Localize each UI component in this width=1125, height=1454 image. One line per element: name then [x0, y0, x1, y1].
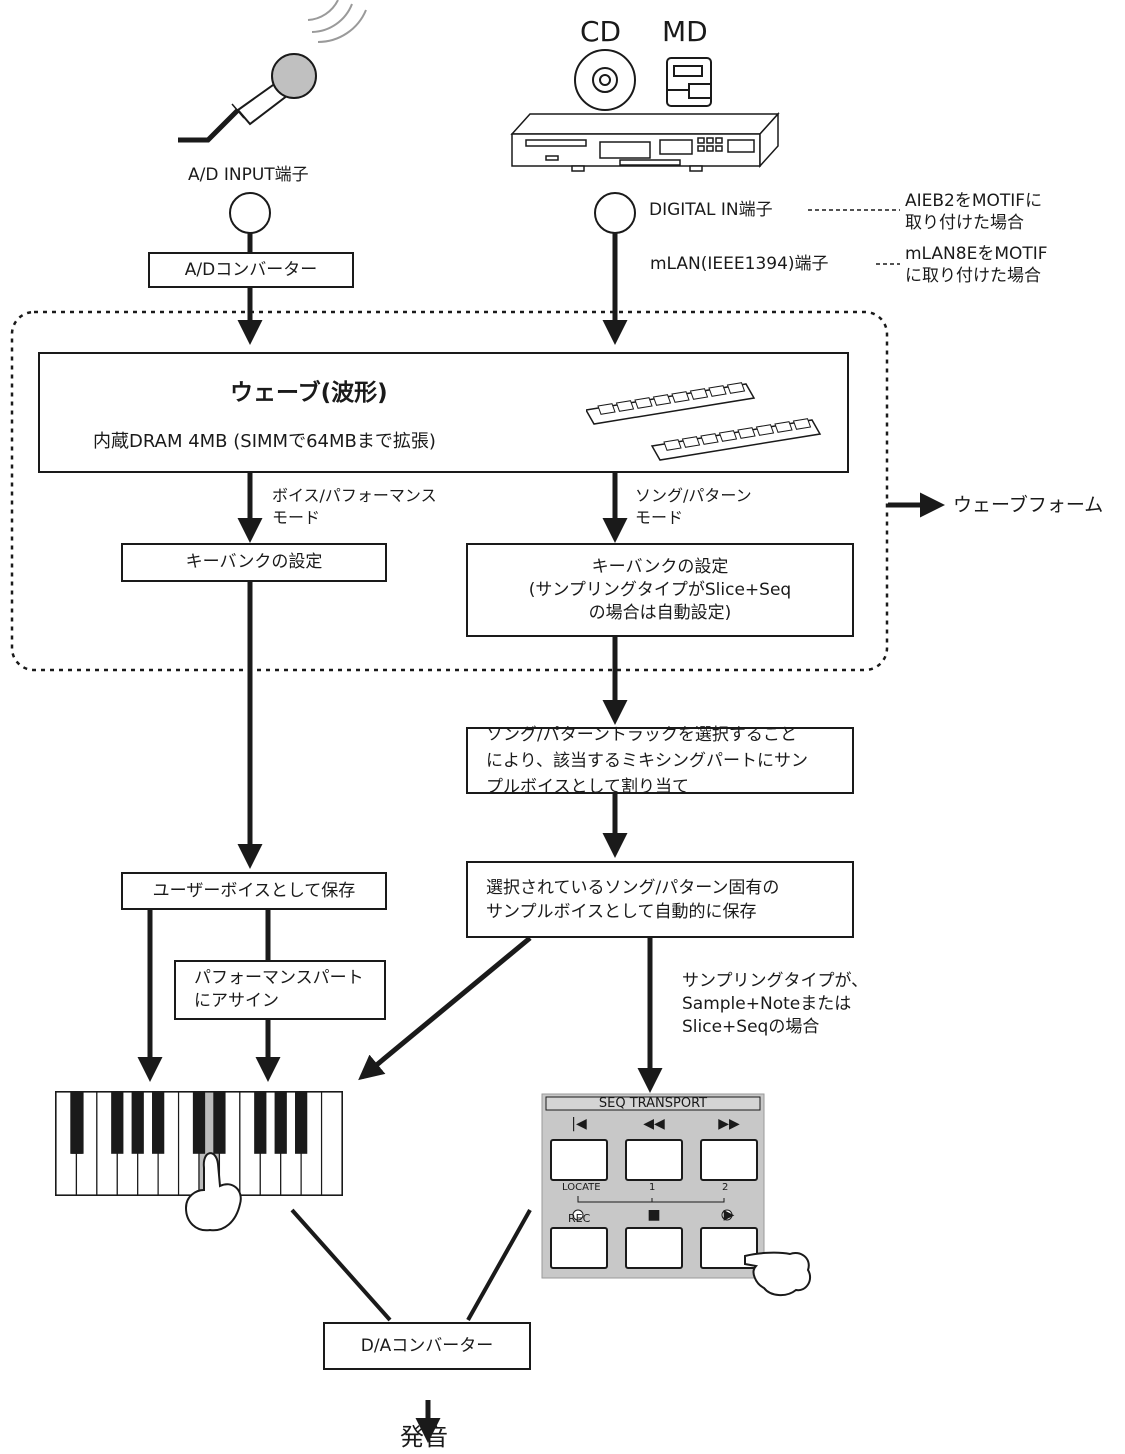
mlan8e-note: mLAN8EをMOTIF に取り付けた場合: [905, 244, 1048, 286]
microphone-icon: [178, 53, 317, 143]
seq-transport-title: SEQ TRANSPORT: [598, 1096, 708, 1111]
black-key: [192, 1092, 206, 1154]
memory-chip: [681, 436, 701, 448]
locate-2-label: 2: [722, 1182, 729, 1193]
memory-chip: [597, 403, 616, 415]
mlan-label: mLAN(IEEE1394)端子: [650, 254, 829, 274]
memory-chip: [774, 421, 793, 433]
top-button-icon: |◀: [571, 1116, 587, 1132]
song-pattern-mode-label: ソング/パターン モード: [635, 486, 752, 527]
voice-perf-mode-label: ボイス/パフォーマンス モード: [272, 486, 437, 527]
sampling-type-note: サンプリングタイプが、 Sample+Noteまたは Slice+Seqの場合: [682, 971, 869, 1037]
waveform-label: ウェーブフォーム: [953, 494, 1104, 516]
assign-track-label: ソング/パターントラックを選択すること により、該当するミキシングパートにサン …: [486, 724, 808, 797]
seq-transport-panel: [541, 1093, 765, 1279]
rec-label: REC: [568, 1212, 591, 1225]
digital-in-label: DIGITAL IN端子: [649, 200, 773, 220]
black-key: [274, 1092, 287, 1154]
white-key: [320, 1091, 343, 1196]
ad-converter-label: A/Dコンバーター: [184, 259, 318, 280]
hand-pointer-icon: [184, 1152, 242, 1232]
output-label: 発音: [400, 1423, 448, 1451]
memory-chip: [634, 397, 653, 409]
keybank-left-box: キーバンクの設定: [121, 543, 387, 582]
memory-chip: [708, 385, 727, 397]
black-key: [152, 1092, 165, 1154]
hand-pointer-icon: [744, 1251, 812, 1296]
play-button-icon: ▶: [723, 1207, 735, 1223]
wave-box: ウェーブ(波形) 内蔵DRAM 4MB (SIMMで64MBまで拡張): [38, 352, 849, 473]
memory-chip: [726, 382, 746, 394]
black-key: [131, 1092, 144, 1154]
save-song-voice-label: 選択されているソング/パターン固有の サンプルボイスとして自動的に保存: [486, 877, 780, 922]
cd-label: CD: [580, 15, 622, 48]
md-disc-icon: [666, 57, 712, 107]
keyboard-icon: [55, 1091, 343, 1196]
memory-chip: [718, 430, 738, 442]
save-user-voice-box: ユーザーボイスとして保存: [121, 872, 387, 910]
memory-chip: [737, 427, 756, 439]
wave-subtitle: 内蔵DRAM 4MB (SIMMで64MBまで拡張): [93, 431, 436, 452]
black-key: [111, 1092, 124, 1154]
locate-label: LOCATE: [562, 1182, 601, 1193]
memory-chip: [615, 400, 635, 412]
ad-input-label: A/D INPUT端子: [188, 165, 309, 185]
perf-part-assign-label: パフォーマンスパート にアサイン: [194, 968, 364, 1011]
cd-disc-icon: [574, 49, 636, 111]
forward-button-icon: ▶▶: [718, 1116, 740, 1132]
da-converter-label: D/Aコンバーター: [360, 1335, 494, 1356]
ad-input-jack: [229, 192, 271, 234]
ad-converter-box: A/Dコンバーター: [148, 252, 354, 288]
sound-waves-icon: [307, 0, 367, 43]
memory-chip: [700, 433, 719, 445]
locate-1-label: 1: [649, 1182, 656, 1193]
save-song-voice-box: 選択されているソング/パターン固有の サンプルボイスとして自動的に保存: [466, 861, 854, 938]
memory-chip: [792, 418, 812, 430]
black-key: [254, 1092, 267, 1154]
keybank-right-label: キーバンクの設定 (サンプリングタイプがSlice+Seq の場合は自動設定): [528, 556, 792, 623]
simm-memory-icon: [586, 382, 822, 461]
memory-chip: [755, 424, 775, 436]
stop-button-icon: ■: [647, 1207, 661, 1223]
md-label: MD: [662, 15, 708, 48]
black-key: [213, 1092, 226, 1154]
memory-chip: [689, 388, 709, 400]
black-key: [295, 1092, 308, 1154]
waveform-region: [10, 310, 889, 672]
rewind-button-icon: ◀◀: [643, 1116, 665, 1132]
keybank-left-label: キーバンクの設定: [185, 552, 323, 572]
memory-chip: [663, 439, 682, 451]
wave-title: ウェーブ(波形): [230, 380, 388, 406]
assign-track-box: ソング/パターントラックを選択すること により、該当するミキシングパートにサン …: [466, 725, 854, 797]
da-converter-box: D/Aコンバーター: [323, 1322, 531, 1370]
keybank-right-box: キーバンクの設定 (サンプリングタイプがSlice+Seq の場合は自動設定): [466, 543, 854, 637]
memory-chip: [652, 394, 672, 406]
aieb2-note: AIEB2をMOTIFに 取り付けた場合: [905, 191, 1043, 233]
cd-player-icon: [510, 112, 780, 172]
black-key: [71, 1092, 84, 1154]
save-user-voice-label: ユーザーボイスとして保存: [152, 880, 356, 901]
memory-chip: [671, 391, 690, 403]
flow-arrows: [137, 233, 945, 1443]
digital-input-jack: [594, 192, 636, 234]
perf-part-assign-box: パフォーマンスパート にアサイン: [174, 960, 386, 1020]
